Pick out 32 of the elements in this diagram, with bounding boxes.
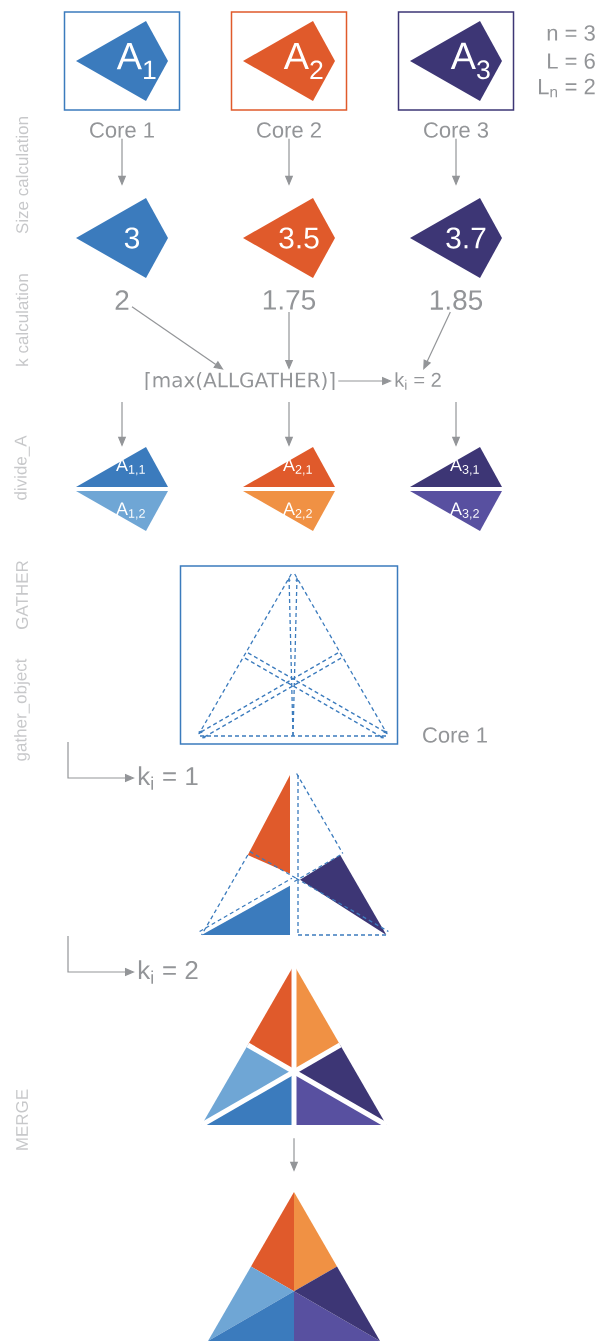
step-label: divide_A xyxy=(14,435,30,500)
arrow xyxy=(131,306,224,370)
formula-text: ⌈max(ALLGATHER)⌉ xyxy=(145,372,335,390)
core-label: Core 2 xyxy=(257,122,321,138)
core-box: A$_{2}$ xyxy=(230,11,348,111)
result-text: k$_{i}$ = 2 xyxy=(395,372,441,390)
core-label: Core 1 xyxy=(423,727,487,743)
parameter-label: n = 3 xyxy=(547,25,595,41)
step-label: Size calculation xyxy=(15,117,29,234)
value-label: 1.75 xyxy=(263,290,316,310)
step-label: MERGE xyxy=(16,1089,28,1150)
kite-half: A$_{2,2}$ xyxy=(243,491,335,531)
parameter-label: L$_{n}$ = 2 xyxy=(539,78,595,98)
gather-box xyxy=(179,565,399,745)
core-label: Core 1 xyxy=(90,122,154,138)
triangle-drawing xyxy=(200,965,388,1128)
value-label: 2 xyxy=(115,290,129,310)
step-label: gather_object xyxy=(14,658,30,761)
step-label: k calculation xyxy=(15,274,29,366)
k-value-text: k$_{i}$ = 2 xyxy=(138,960,198,984)
triangle-drawing xyxy=(198,772,390,936)
core-label: Core 3 xyxy=(424,122,489,138)
k-value-text: k$_{i}$ = 1 xyxy=(138,766,198,790)
core-box: A$_{3}$ xyxy=(397,11,515,111)
kite-half: A$_{3,2}$ xyxy=(410,491,502,531)
core-box: A$_{1}$ xyxy=(63,11,181,111)
step-label: GATHER xyxy=(16,561,28,629)
kite-half: A$_{1,2}$ xyxy=(76,491,168,531)
arrow xyxy=(423,311,451,370)
parameter-label: L = 6 xyxy=(548,53,595,69)
triangle-drawing xyxy=(208,1192,380,1341)
value-label: 1.85 xyxy=(430,290,483,310)
